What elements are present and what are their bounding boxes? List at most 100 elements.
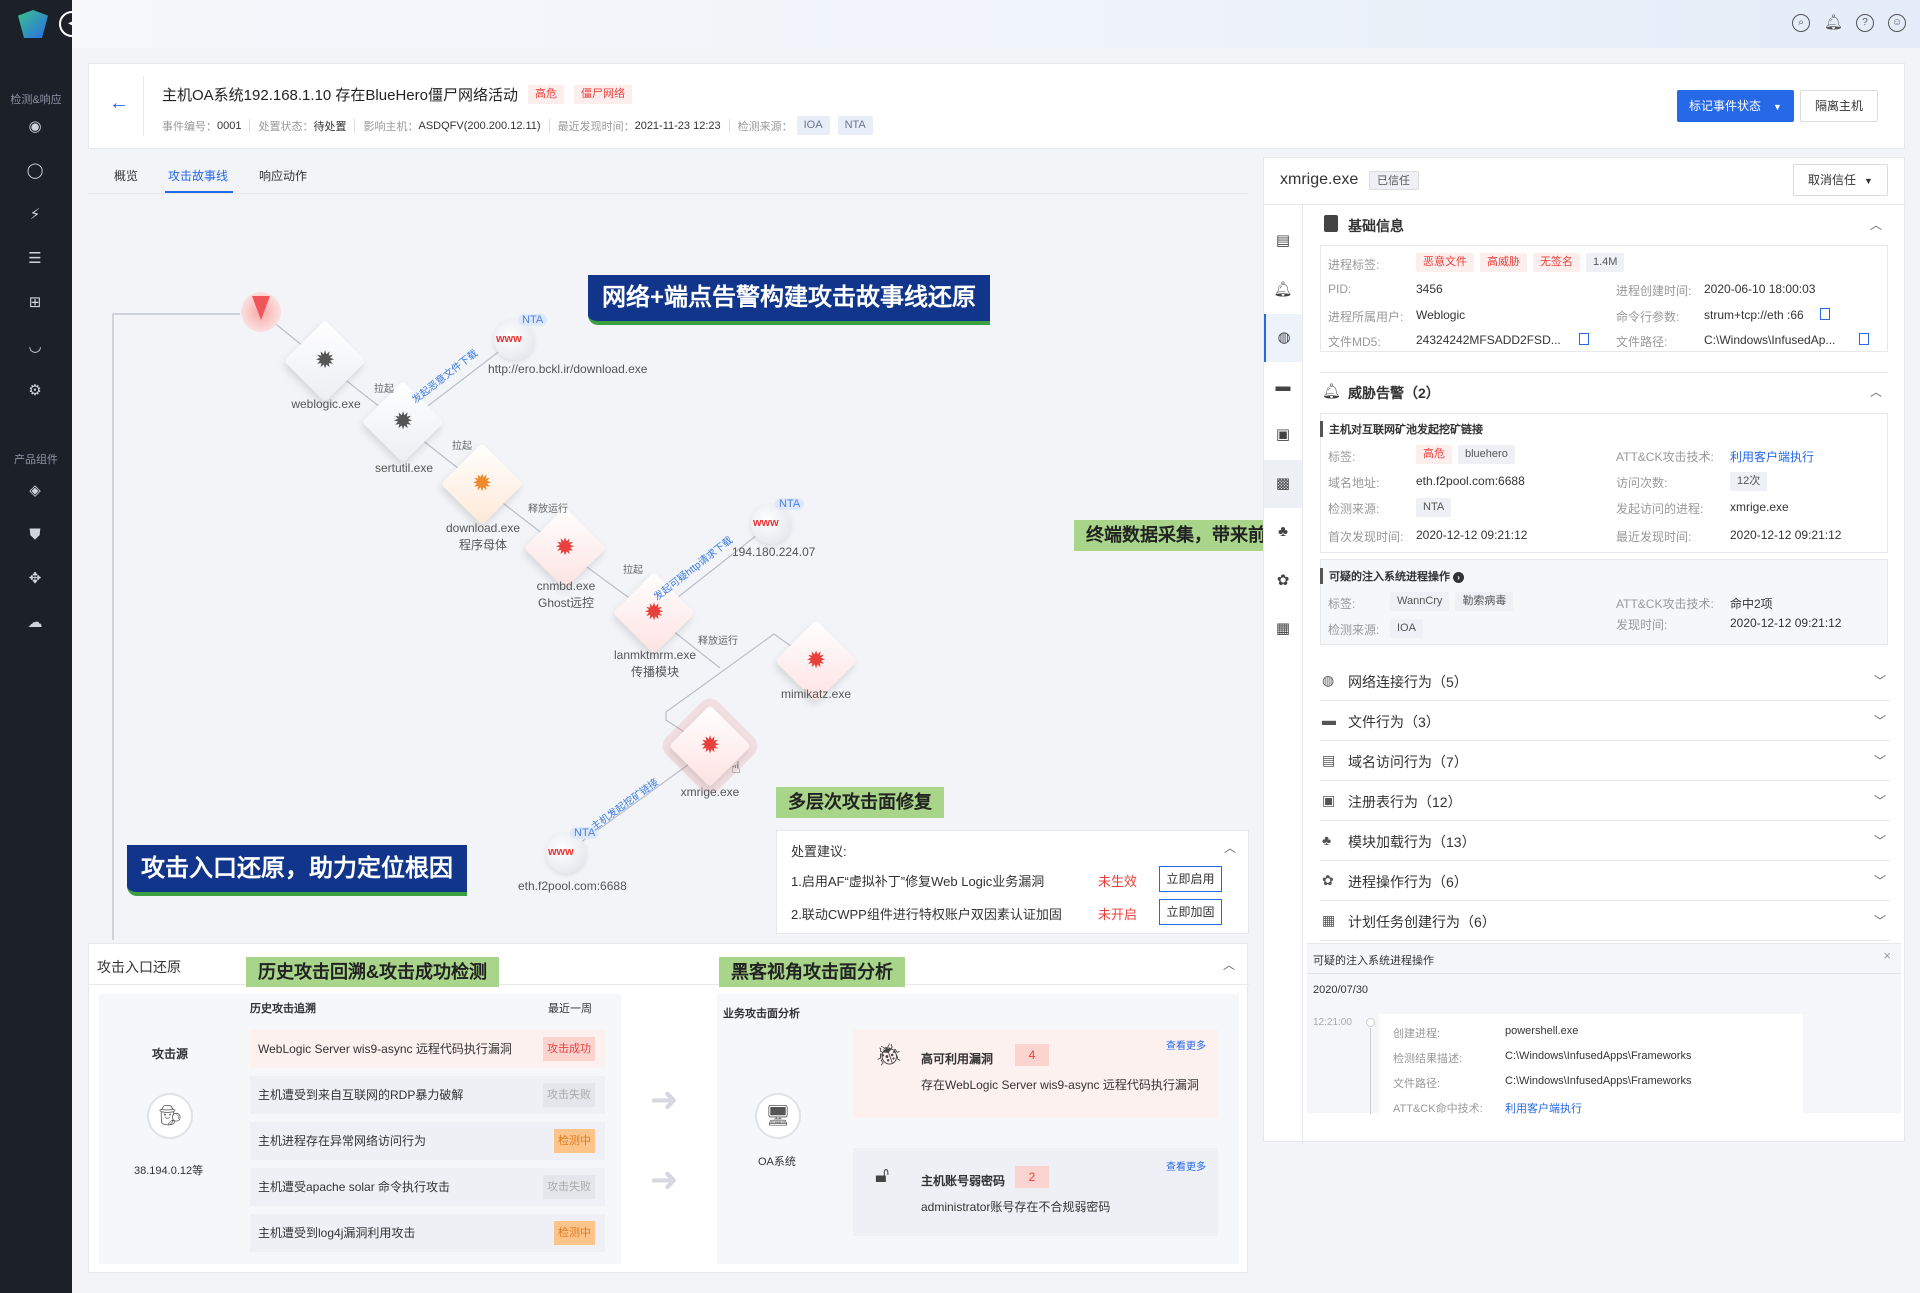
field-label: 最近发现时间: (1616, 530, 1692, 544)
isolate-host-button[interactable]: 隔离主机 (1800, 90, 1879, 122)
info-icon[interactable]: › (1453, 572, 1465, 583)
edge-label: 释放运行 (698, 636, 738, 647)
help-icon[interactable]: ? (1856, 14, 1874, 32)
copy-icon[interactable] (1820, 308, 1830, 320)
tab-response[interactable]: 响应动作 (259, 169, 308, 183)
inbox-icon[interactable]: ◡ (28, 338, 42, 355)
logo (18, 10, 48, 38)
history-item[interactable]: 主机遭受apache solar 命令执行攻击攻击失败 (250, 1168, 605, 1206)
gear-icon[interactable]: ✿ (1276, 571, 1290, 589)
card-count: 4 (1015, 1044, 1049, 1066)
history-status-badge: 检测中 (554, 1129, 595, 1153)
category-tag: 僵尸网络 (573, 85, 632, 104)
section-label: 网络连接行为（5） (1348, 674, 1468, 690)
first-seen-value: 2020-12-12 09:21:12 (1416, 528, 1528, 542)
disposal-item-status: 未生效 (1098, 874, 1138, 889)
bug-icon: 🐞︎ (875, 1042, 903, 1067)
behavior-section[interactable]: ▬文件行为（3）﹀ (1320, 701, 1890, 741)
bell-icon[interactable]: 🔔︎ (1273, 280, 1293, 298)
process-node-weblogic[interactable]: ✹ (283, 319, 367, 403)
behavior-section[interactable]: ♣模块加载行为（13）﹀ (1320, 821, 1890, 861)
gear-icon[interactable]: ⚙ (28, 382, 42, 399)
behavior-section[interactable]: ▤域名访问行为（7）﹀ (1320, 741, 1890, 781)
behavior-section[interactable]: ✿进程操作行为（6）﹀ (1320, 861, 1890, 901)
section-label: 文件行为（3） (1348, 714, 1440, 730)
sidebar-group-detect: 检测&响应 (10, 94, 62, 106)
search-icon[interactable]: ◯ (26, 162, 44, 179)
collapse-chevron-icon[interactable]: ︿ (1870, 218, 1883, 232)
chevron-down-icon: ﹀ (1873, 714, 1886, 728)
history-item[interactable]: WebLogic Server wis9-async 远程代码执行漏洞攻击成功 (250, 1030, 605, 1068)
tab-overview[interactable]: 概览 (114, 169, 139, 183)
tab-storyline[interactable]: 攻击故事线 (168, 169, 229, 183)
cancel-trust-button[interactable]: 取消信任▼ (1793, 164, 1888, 196)
sidebar: 检测&响应 产品组件 ◉◯⚡☰⊞◡⚙◈⛊✥☁ (0, 0, 72, 1293)
alert-card (1320, 413, 1888, 553)
banner-hacker: 黑客视角攻击面分析 (719, 957, 905, 987)
modules-icon[interactable]: ♣ (1278, 523, 1288, 540)
back-arrow-icon[interactable]: ← (109, 92, 129, 114)
behavior-section[interactable]: ▣注册表行为（12）﹀ (1320, 781, 1890, 821)
domain-icon: ▤ (1322, 752, 1336, 768)
visits-value: 12次 (1730, 472, 1768, 491)
view-more-link[interactable]: 查看更多 (1166, 1041, 1206, 1052)
cloud-icon[interactable]: ☁ (27, 614, 43, 631)
field-value[interactable]: 利用客户端执行 (1505, 1103, 1582, 1115)
behavior-section[interactable]: ▦计划任务创建行为（6）﹀ (1320, 901, 1890, 941)
field-label: ATT&CK攻击技术: (1616, 597, 1714, 611)
close-icon[interactable]: × (1883, 948, 1891, 963)
doc-icon[interactable]: ▤ (1275, 232, 1291, 249)
chevron-down-icon: ﹀ (1873, 874, 1886, 888)
eye-icon[interactable]: ◉ (28, 118, 42, 135)
history-item[interactable]: 主机遭受到log4j漏洞利用攻击检测中 (250, 1214, 605, 1252)
view-more-link[interactable]: 查看更多 (1166, 1162, 1206, 1173)
cmd-value: strum+tcp://eth :66 (1704, 308, 1804, 322)
unlock-icon: 🔓︎ (875, 1162, 890, 1187)
shield-layers-icon[interactable]: ◈ (29, 482, 41, 499)
disposal-item-text: 2.联动CWPP组件进行特权账户双因素认证加固 (791, 907, 1062, 922)
calendar-icon[interactable]: ▦ (1275, 620, 1291, 637)
history-item[interactable]: 主机遭受到来自互联网的RDP暴力破解攻击失败 (250, 1076, 605, 1114)
collapse-chevron-icon[interactable]: ︿ (1223, 841, 1236, 855)
alert-tag: 高危 (1416, 445, 1452, 464)
collapse-chevron-icon[interactable]: ︿ (1222, 958, 1235, 972)
popup-title: 可疑的注入系统进程操作 (1313, 955, 1434, 967)
mark-status-label: 标记事件状态 (1689, 99, 1762, 113)
diamond-icon[interactable]: ✥ (28, 570, 42, 587)
folder-icon[interactable]: ▬ (1275, 377, 1291, 395)
registry-icon[interactable]: ▩ (1264, 459, 1302, 508)
collapse-chevron-icon[interactable]: ︿ (1870, 385, 1883, 399)
node-label: mimikatz.exe (780, 687, 851, 701)
domain-icon[interactable]: ▣ (1275, 426, 1291, 443)
behavior-section[interactable]: ◍网络连接行为（5）﹀ (1320, 661, 1890, 701)
report-icon[interactable]: ⊞ (28, 294, 42, 311)
attck-link[interactable]: 利用客户端执行 (1730, 450, 1815, 464)
search-icon[interactable]: ⌕ (1792, 14, 1810, 32)
section-label: 计划任务创建行为（6） (1348, 914, 1496, 930)
meta-label: 影响主机： (363, 120, 419, 133)
section-label: 进程操作行为（6） (1348, 874, 1468, 890)
harden-now-button[interactable]: 立即加固 (1159, 899, 1222, 925)
node-label: Ghost远控 (537, 596, 595, 610)
bell-icon[interactable]: 🔔︎ (1824, 14, 1844, 31)
lightning-icon[interactable]: ⚡ (29, 206, 41, 223)
user-icon[interactable]: ☺ (1888, 14, 1906, 32)
globe-icon[interactable]: ◍ (1264, 314, 1302, 362)
copy-icon[interactable] (1859, 333, 1869, 345)
nta-badge: NTA (775, 498, 805, 510)
history-item[interactable]: 主机进程存在异常网络访问行为检测中 (250, 1122, 605, 1160)
field-label: 首次发现时间: (1328, 530, 1404, 544)
process-node-download[interactable]: ✹ (440, 442, 524, 526)
attack-source-pin-icon (241, 292, 281, 332)
attack-source-ip: 38.194.0.12等 (134, 1165, 204, 1177)
database-icon[interactable]: ☰ (28, 250, 42, 267)
copy-icon[interactable] (1579, 333, 1589, 345)
mark-status-button[interactable]: 标记事件状态▼ (1677, 90, 1794, 122)
chevron-down-icon: ﹀ (1873, 914, 1886, 928)
enable-now-button[interactable]: 立即启用 (1159, 866, 1222, 892)
shield-icon[interactable]: ⛊ (29, 526, 41, 543)
user-value: Weblogic (1416, 308, 1466, 322)
